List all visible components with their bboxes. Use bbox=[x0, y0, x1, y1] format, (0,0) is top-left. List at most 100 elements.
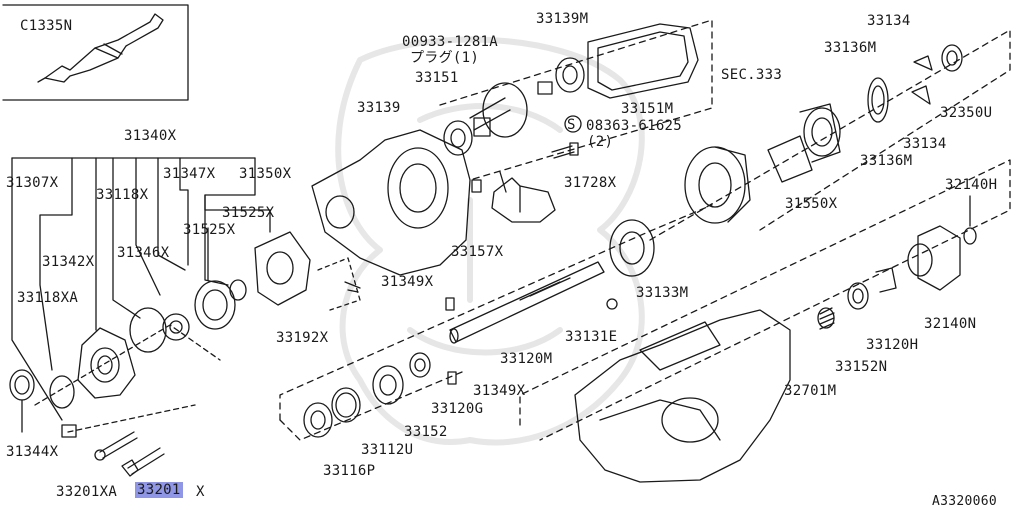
spring-32701m bbox=[817, 307, 835, 330]
plug-00933 bbox=[537, 81, 553, 95]
bracket-31728x bbox=[491, 171, 556, 223]
label-31350x: 31350X bbox=[239, 166, 292, 182]
inner-gear-31346x bbox=[162, 313, 190, 341]
gasket-33118xa bbox=[49, 375, 75, 409]
bearing-33139m bbox=[555, 57, 585, 93]
rear-dashed-box bbox=[519, 159, 1011, 441]
pump-cover-31342x bbox=[77, 327, 136, 399]
outer-rotor-31347x bbox=[194, 280, 236, 330]
shaft-dashed-line-2 bbox=[279, 371, 463, 441]
output-dashed-line bbox=[649, 29, 1011, 241]
bolt-33201x bbox=[121, 447, 165, 477]
snapring-33134-a bbox=[913, 55, 933, 71]
watermark-emblem bbox=[335, 36, 645, 446]
label-33201x-suffix: X bbox=[196, 484, 205, 500]
label-32350u: 32350U bbox=[940, 105, 993, 121]
bearing-33139 bbox=[443, 120, 473, 156]
chain-dashed-box bbox=[439, 19, 713, 181]
label-31525x-a: 31525X bbox=[222, 205, 275, 221]
label-32140n: 32140N bbox=[924, 316, 977, 332]
label-screw-symbol: S bbox=[567, 117, 576, 133]
label-33120m: 33120M bbox=[500, 351, 553, 367]
bearing-33152n bbox=[847, 282, 869, 310]
screw-08363 bbox=[551, 115, 582, 159]
label-33134-a: 33134 bbox=[867, 13, 911, 29]
seal-32350u bbox=[941, 44, 963, 72]
label-33151: 33151 bbox=[415, 70, 459, 86]
label-33133m: 33133M bbox=[636, 285, 689, 301]
gear-33133m bbox=[609, 219, 655, 277]
pin-33157x bbox=[471, 179, 482, 193]
label-33116p: 33116P bbox=[323, 463, 376, 479]
ball-33131e bbox=[606, 298, 618, 310]
label-plug-part: 00933-1281A bbox=[402, 34, 499, 50]
bolt-33201xa bbox=[94, 431, 138, 461]
label-33118xa: 33118XA bbox=[17, 290, 79, 306]
label-31728x: 31728X bbox=[564, 175, 617, 191]
bearing-33152 bbox=[372, 365, 404, 405]
diagram-id: A3320060 bbox=[932, 494, 998, 509]
label-33201xa: 33201XA bbox=[56, 484, 118, 500]
spacer-33192x bbox=[317, 257, 361, 311]
label-33192x: 33192X bbox=[276, 330, 329, 346]
pump-body-31350x bbox=[254, 231, 311, 306]
label-sec: SEC.333 bbox=[721, 67, 783, 83]
label-33120h: 33120H bbox=[866, 337, 919, 353]
nut-32140h bbox=[963, 195, 977, 245]
pin-31349x-a bbox=[445, 297, 455, 311]
assembly-dashed-line bbox=[34, 324, 221, 406]
label-tool: C1335N bbox=[20, 18, 73, 34]
shaft-31550x bbox=[767, 103, 841, 183]
label-33136m-a: 33136M bbox=[824, 40, 877, 56]
label-33118x: 33118X bbox=[96, 187, 149, 203]
label-plug-note: プラグ(1) bbox=[410, 50, 480, 66]
label-screw-qty: (2) bbox=[587, 134, 614, 150]
ring-33112u bbox=[331, 387, 361, 423]
label-screw-part: 08363-61625 bbox=[586, 118, 683, 134]
label-33139m: 33139M bbox=[536, 11, 589, 27]
label-32140h: 32140H bbox=[945, 177, 998, 193]
seal-31344x bbox=[9, 369, 35, 433]
gasket-33118x bbox=[129, 307, 167, 353]
spacer-33120g bbox=[409, 352, 431, 378]
tool-c1335n-box bbox=[2, 4, 189, 101]
label-31349x-a: 31349X bbox=[381, 274, 434, 290]
label-31550x: 31550X bbox=[785, 196, 838, 212]
label-31342x: 31342X bbox=[42, 254, 95, 270]
snapring-33134-b bbox=[911, 85, 931, 105]
label-31349x-b: 31349X bbox=[473, 383, 526, 399]
label-33136m-b: 33136M bbox=[860, 153, 913, 169]
label-33151m: 33151M bbox=[621, 101, 674, 117]
label-33201x-highlight[interactable]: 33201 bbox=[135, 482, 183, 498]
label-33157x: 33157X bbox=[451, 244, 504, 260]
label-31340x: 31340X bbox=[124, 128, 177, 144]
label-32701m: 32701M bbox=[784, 383, 837, 399]
snapring-33120h bbox=[875, 267, 897, 293]
label-33152n: 33152N bbox=[835, 359, 888, 375]
label-31525x-b: 31525X bbox=[183, 222, 236, 238]
assembly-dashed-line-2 bbox=[67, 404, 196, 433]
shaft-dashed-line bbox=[279, 204, 713, 421]
group-bracket bbox=[11, 157, 271, 421]
label-33131e: 33131E bbox=[565, 329, 618, 345]
label-33120g: 33120G bbox=[431, 401, 484, 417]
gear-33151 bbox=[469, 82, 528, 138]
mainshaft-33120m bbox=[449, 261, 605, 344]
rear-case-33110 bbox=[574, 309, 791, 483]
label-31346x: 31346X bbox=[117, 245, 170, 261]
label-33152: 33152 bbox=[404, 424, 448, 440]
label-33139: 33139 bbox=[357, 100, 401, 116]
flange-32140n bbox=[907, 225, 961, 291]
label-33112u: 33112U bbox=[361, 442, 414, 458]
label-31307x: 31307X bbox=[6, 175, 59, 191]
ring-31525x bbox=[229, 279, 247, 301]
chain-33151m bbox=[587, 23, 699, 99]
adapter-case bbox=[311, 129, 471, 276]
label-31344x: 31344X bbox=[6, 444, 59, 460]
pin-31344x bbox=[61, 424, 77, 438]
label-31347x: 31347X bbox=[163, 166, 216, 182]
label-33134-b: 33134 bbox=[903, 136, 947, 152]
bearing-33136m bbox=[867, 77, 889, 123]
